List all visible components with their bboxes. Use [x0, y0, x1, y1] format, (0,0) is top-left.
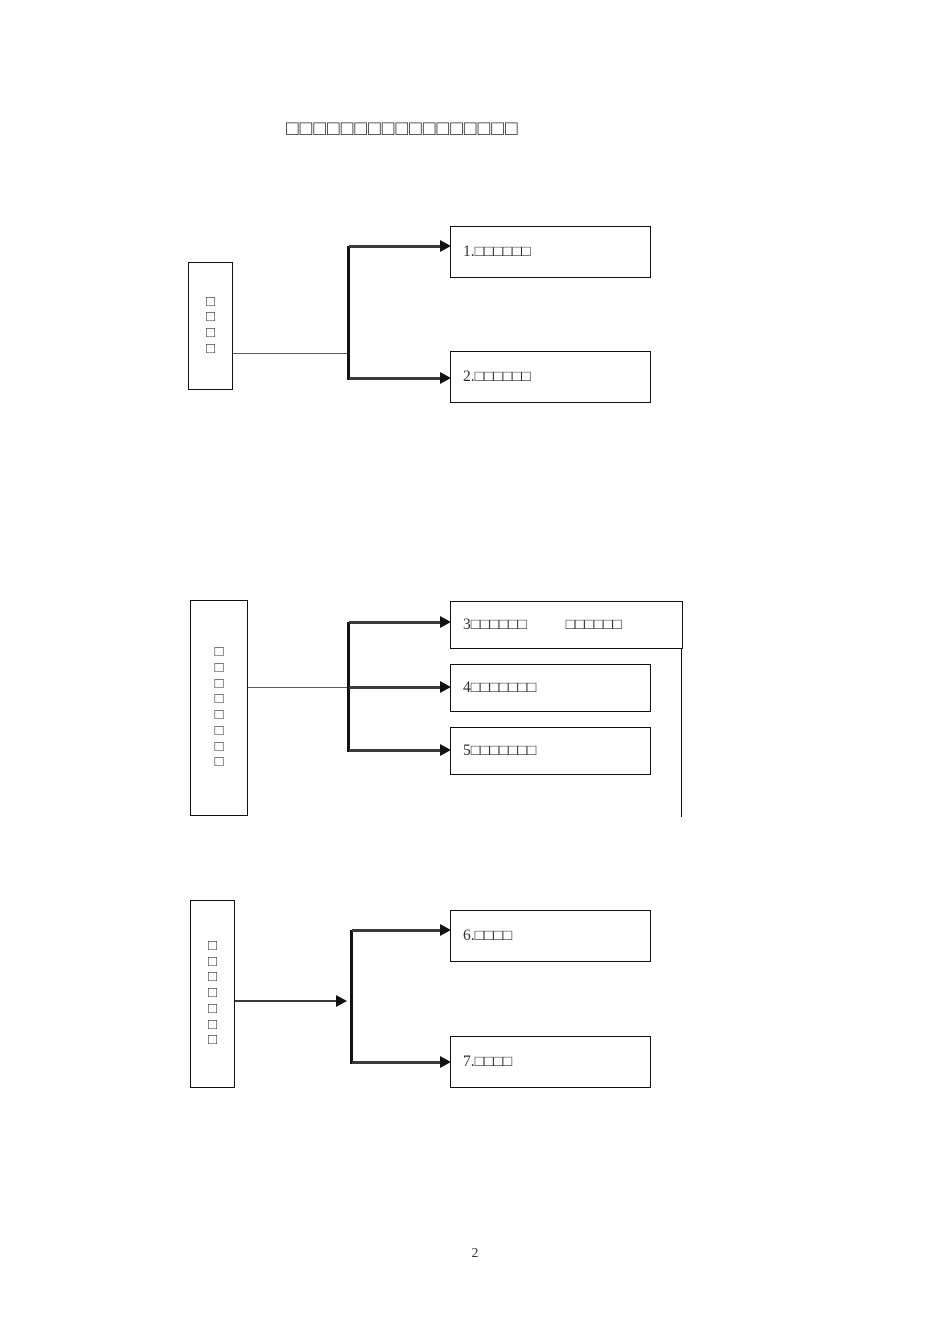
group-2-item-label-4: 4□□□□□□□ — [463, 679, 537, 696]
group-3-branch-line-7 — [352, 1061, 445, 1064]
group-3-item-box-7: 7.□□□□ — [450, 1036, 651, 1088]
vertical-char: □ — [214, 754, 224, 771]
group-3-arrowhead-6 — [440, 924, 451, 936]
vertical-char: □ — [214, 722, 224, 739]
group-1-item-box-1: 1.□□□□□□ — [450, 226, 651, 278]
vertical-char: □ — [207, 985, 218, 1002]
page-title: □□□□□□□□□□□□□□□□□ — [286, 116, 519, 140]
group-3-arrowhead-7 — [440, 1056, 451, 1068]
vertical-char: □ — [214, 707, 224, 723]
group-2-branch-line-3 — [349, 621, 445, 624]
vertical-char: □ — [205, 293, 216, 310]
vertical-char: □ — [214, 738, 224, 755]
vertical-char: □ — [207, 969, 218, 986]
group-2-trunk-box: □ □ □ □ □ □ □ □ — [190, 600, 248, 816]
group-3-trunk-box: □ □ □ □ □ □ □ — [190, 900, 235, 1088]
vertical-char: □ — [205, 325, 216, 341]
vertical-char: □ — [214, 644, 224, 660]
group-3-stem-line — [235, 1000, 345, 1003]
group-1-item-label-1: 1.□□□□□□ — [463, 243, 531, 260]
group-2-stem-line — [235, 687, 349, 689]
group-2-branch-line-5 — [349, 749, 445, 752]
group-2-arrowhead-5 — [440, 744, 451, 756]
vertical-char: □ — [207, 953, 218, 970]
group-1-branch-line-1 — [349, 245, 445, 248]
group-2-arrowhead-4 — [440, 681, 451, 693]
group-3-branch-line-6 — [352, 929, 445, 932]
group-3-item-box-6: 6.□□□□ — [450, 910, 651, 962]
page-number: 2 — [471, 1246, 479, 1261]
group-2-item-label-5: 5□□□□□□□ — [463, 742, 537, 759]
vertical-char: □ — [214, 691, 224, 708]
vertical-char: □ — [205, 340, 216, 357]
group-2-side-rule — [681, 649, 683, 817]
vertical-char: □ — [205, 309, 216, 326]
vertical-char: □ — [207, 1016, 218, 1033]
vertical-char: □ — [214, 675, 224, 692]
group-2-item-box-5: 5□□□□□□□ — [450, 727, 651, 775]
group-2-item-box-3: 3□□□□□□ □□□□□□ — [450, 601, 683, 649]
group-1-spine — [347, 246, 350, 380]
group-1-item-label-2: 2.□□□□□□ — [463, 368, 531, 385]
group-3-item-label-6: 6.□□□□ — [463, 927, 513, 944]
group-1-arrowhead-2 — [440, 372, 451, 384]
group-1-stem-line — [233, 353, 349, 355]
group-3-stem-arrowhead — [336, 995, 347, 1007]
vertical-char: □ — [214, 659, 224, 676]
vertical-char: □ — [207, 937, 218, 954]
vertical-char: □ — [207, 1000, 218, 1017]
group-2-spine — [347, 622, 350, 752]
group-3-spine — [350, 930, 353, 1064]
group-2-item-box-4: 4□□□□□□□ — [450, 664, 651, 712]
group-1-branch-line-2 — [349, 377, 445, 380]
group-3-item-label-7: 7.□□□□ — [463, 1053, 513, 1070]
group-2-arrowhead-3 — [440, 616, 451, 628]
group-1-arrowhead-1 — [440, 240, 451, 252]
group-2-item-label-3: 3□□□□□□ □□□□□□ — [463, 616, 622, 633]
group-1-item-box-2: 2.□□□□□□ — [450, 351, 651, 403]
group-2-branch-line-4 — [349, 686, 445, 689]
vertical-char: □ — [207, 1032, 218, 1049]
group-1-trunk-box: □ □ □ □ — [188, 262, 233, 390]
